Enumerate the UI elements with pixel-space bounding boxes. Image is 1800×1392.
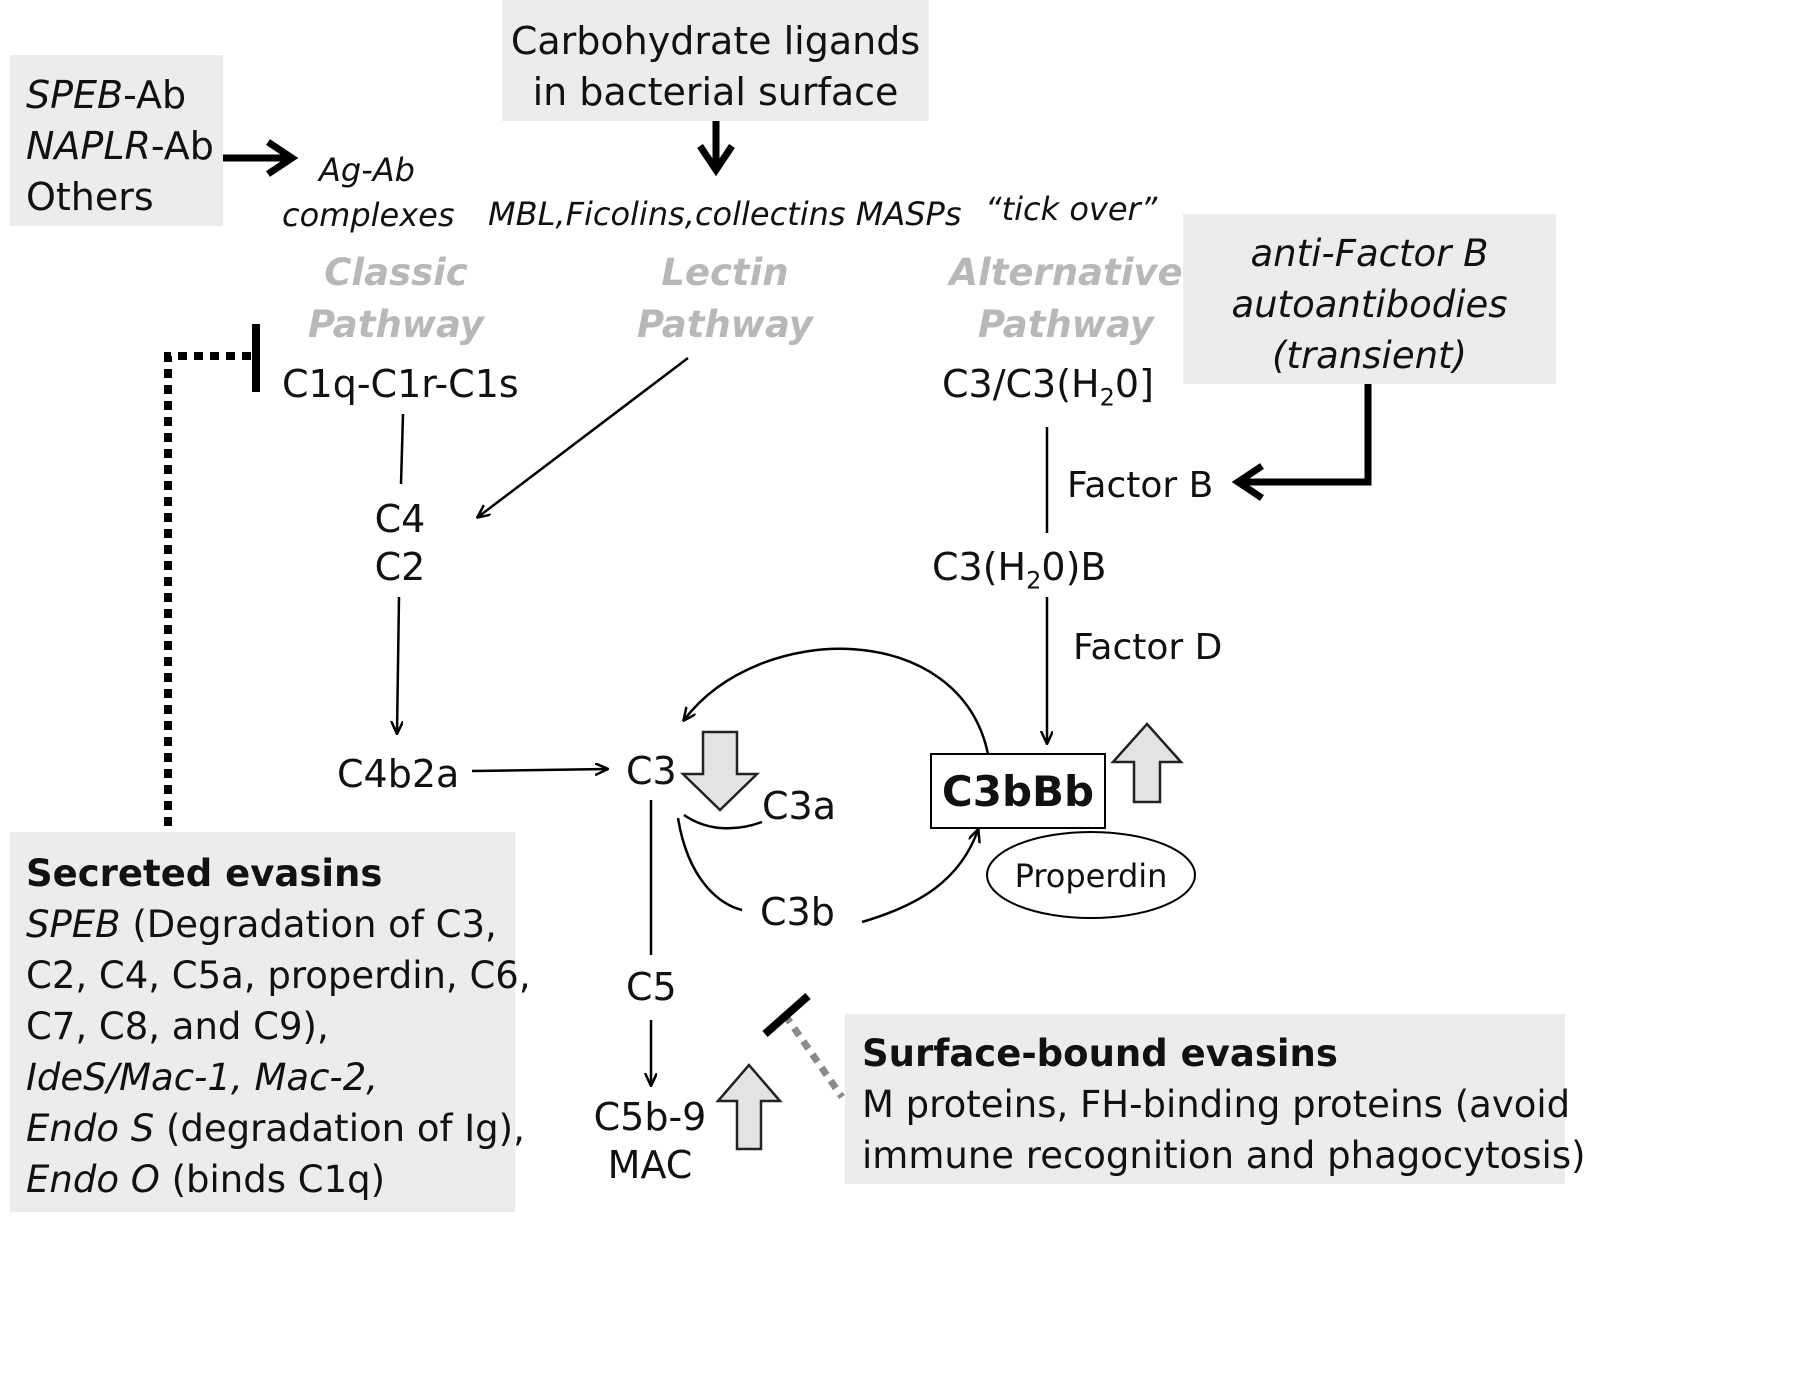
c5b9-label: C5b-9 bbox=[593, 1095, 707, 1139]
c3bbb-box bbox=[930, 753, 1106, 829]
properdin-label: Properdin bbox=[1014, 857, 1168, 895]
c5-label: C5 bbox=[626, 965, 677, 1009]
mac-label: MAC bbox=[607, 1143, 693, 1187]
surface-inhibition-bar bbox=[762, 993, 811, 1037]
properdin-ellipse bbox=[986, 831, 1196, 919]
surface-evasins-box bbox=[845, 1014, 1565, 1184]
factor-b-label: Factor B bbox=[1067, 465, 1214, 506]
lectin-to-c4-arrow bbox=[478, 357, 689, 517]
carbohydrate-box bbox=[502, 0, 929, 121]
c4b2a-to-c3-arrow bbox=[471, 769, 607, 771]
surface-evasins-text: Surface-bound evasins M proteins, FH-bin… bbox=[862, 1028, 1586, 1181]
speb-label: SPEB bbox=[26, 73, 124, 117]
alternative-pathway-heading: Alternative Pathway bbox=[949, 251, 1183, 346]
c3-to-c3b-curve bbox=[676, 817, 743, 912]
lectin-trigger-label: MBL,Ficolins,collectins MASPs bbox=[488, 195, 962, 233]
c3-down-block-arrow bbox=[679, 730, 761, 812]
amplification-loop-arrow bbox=[684, 647, 990, 755]
c3a-arc bbox=[683, 813, 763, 830]
c2-to-c4b2a-arrow bbox=[397, 596, 399, 733]
c3a-label: C3a bbox=[762, 784, 836, 828]
mac-up-block-arrow bbox=[715, 1063, 783, 1151]
carbohydrate-text: Carbohydrate ligands in bacterial surfac… bbox=[510, 19, 921, 114]
antibody-box-text: SPEB-Ab NAPLR-Ab Others bbox=[26, 70, 214, 223]
c1-complex-label: C1q-C1r-C1s bbox=[282, 362, 519, 406]
c1-to-c4-line bbox=[399, 413, 405, 485]
agab-complexes-label: Ag-Ab complexes bbox=[282, 151, 455, 234]
c4-label: C4 bbox=[374, 497, 426, 541]
anti-factor-b-box bbox=[1183, 214, 1556, 384]
c3bbb-up-block-arrow bbox=[1110, 722, 1184, 804]
c4b2a-label: C4b2a bbox=[337, 752, 460, 796]
anti-factor-b-text: anti-Factor B autoantibodies (transient) bbox=[1231, 232, 1508, 377]
secreted-inhibition-line bbox=[164, 352, 252, 826]
c2-label: C2 bbox=[374, 545, 426, 589]
naplr-label: NAPLR bbox=[26, 124, 151, 168]
anti-factor-b-arrow bbox=[1231, 384, 1372, 501]
c3bbb-label: C3bBb bbox=[941, 767, 1095, 816]
c3b-to-c3bbb-arrow bbox=[861, 830, 978, 924]
c3-h2o-label: C3/C3(H20] bbox=[942, 362, 1154, 412]
secreted-evasins-text: Secreted evasins SPEB (Degradation of C3… bbox=[26, 848, 531, 1205]
classic-pathway-heading: Classic Pathway bbox=[308, 251, 484, 346]
factor-d-label: Factor D bbox=[1073, 627, 1223, 668]
surface-inhibition-line bbox=[782, 1013, 845, 1099]
c3b-label: C3b bbox=[760, 890, 835, 934]
others-label: Others bbox=[26, 175, 154, 219]
c3-label: C3 bbox=[626, 749, 677, 793]
tick-over-label: “tick over” bbox=[985, 190, 1158, 228]
lectin-pathway-heading: Lectin Pathway bbox=[637, 251, 813, 346]
antibody-box bbox=[10, 55, 223, 226]
c3-h2o-b-label: C3(H20)B bbox=[932, 545, 1107, 595]
secreted-evasins-box bbox=[10, 832, 515, 1212]
secreted-evasins-title: Secreted evasins bbox=[26, 852, 383, 895]
surface-evasins-title: Surface-bound evasins bbox=[862, 1032, 1338, 1075]
